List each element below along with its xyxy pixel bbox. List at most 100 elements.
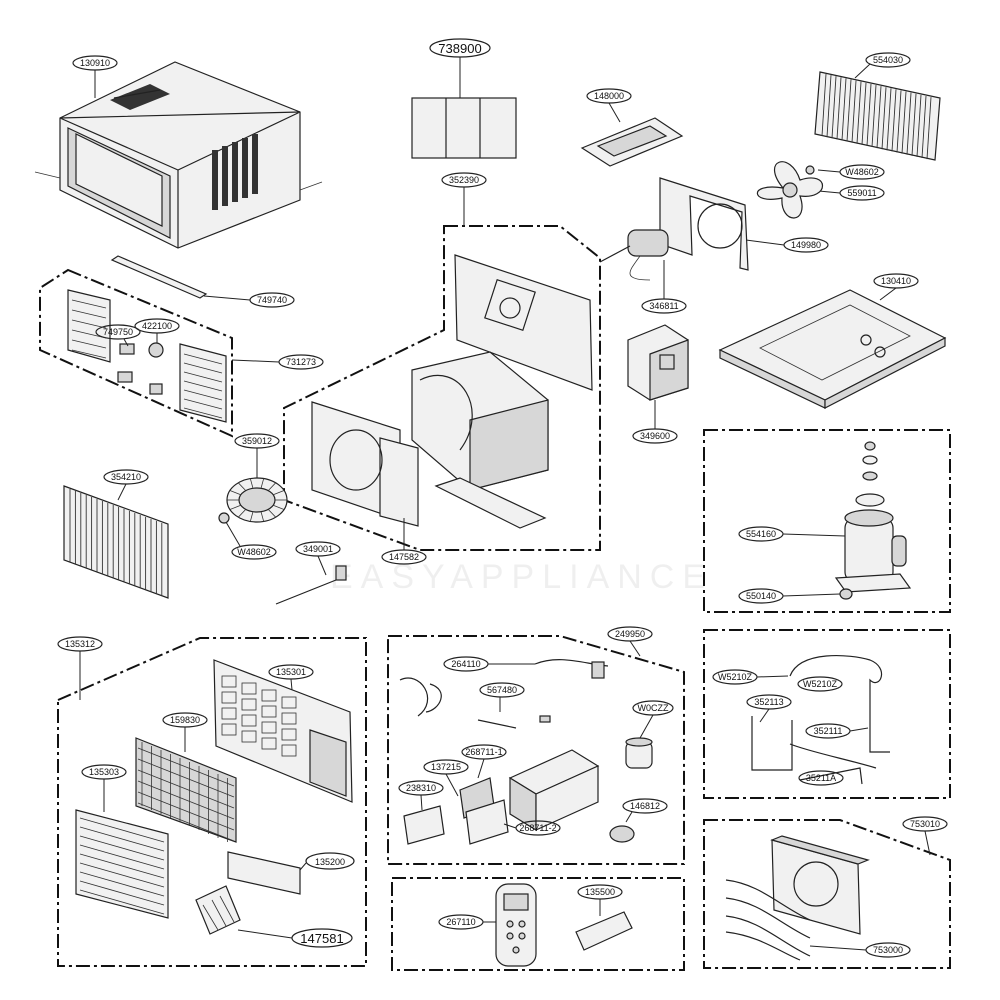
svg-text:148000: 148000: [594, 91, 624, 101]
shroud-part: [659, 177, 749, 271]
stepper-motor-part: [609, 825, 635, 843]
svg-text:130910: 130910: [80, 58, 110, 68]
nut-part: [218, 512, 230, 524]
svg-text:349001: 349001: [303, 544, 333, 554]
sensor-wire-part: [477, 719, 517, 729]
heater-frame-part: [770, 835, 870, 935]
label-352113: 352113: [746, 694, 792, 723]
label-249950: 249950: [607, 626, 653, 657]
label-352111: 352111: [805, 723, 869, 739]
group-outline-tubing: [703, 629, 951, 799]
svg-text:130410: 130410: [881, 276, 911, 286]
svg-text:352111: 352111: [814, 726, 843, 736]
cabinet-louvers: [212, 134, 258, 210]
label-422100: 422100: [134, 318, 180, 343]
side-curtain-left-part: [67, 289, 111, 363]
label-W5210Z-right: W5210Z: [797, 676, 843, 692]
svg-text:W5210Z: W5210Z: [718, 672, 753, 682]
label-135200: 135200: [299, 852, 355, 871]
group-outline-731273: [39, 268, 233, 438]
svg-text:738900: 738900: [438, 41, 481, 56]
svg-text:749750: 749750: [103, 327, 133, 337]
display-pcb-part: [403, 805, 445, 845]
svg-text:554160: 554160: [746, 529, 776, 539]
top-rail-part: [110, 255, 208, 299]
label-749750: 749750: [95, 324, 141, 347]
svg-text:352113: 352113: [754, 697, 783, 707]
evaporator-coil-part: [63, 485, 169, 599]
condenser-fan-part: [756, 161, 824, 219]
svg-text:135200: 135200: [315, 857, 345, 867]
refrigerant-tubing-part: [751, 654, 890, 785]
label-146812: 146812: [622, 798, 668, 823]
label-130410: 130410: [873, 273, 919, 301]
svg-text:159830: 159830: [170, 715, 200, 725]
label-238310: 238310: [398, 780, 444, 811]
svg-text:554030: 554030: [873, 55, 903, 65]
label-135303: 135303: [81, 764, 127, 812]
front-frame-part: [213, 659, 353, 803]
svg-text:753000: 753000: [873, 945, 903, 955]
svg-text:W48602: W48602: [845, 167, 879, 177]
group-outline-753010: [703, 819, 951, 969]
svg-text:W0CZZ: W0CZZ: [638, 703, 669, 713]
label-135312: 135312: [57, 636, 103, 700]
svg-text:238310: 238310: [406, 783, 436, 793]
label-738900: 738900: [429, 38, 491, 98]
svg-text:359012: 359012: [242, 436, 272, 446]
fan-motor-part: [599, 229, 669, 281]
label-753000: 753000: [809, 942, 911, 958]
svg-text:422100: 422100: [142, 321, 172, 331]
cabinet-part: [34, 61, 323, 249]
label-159830: 159830: [162, 712, 208, 752]
group-outline-remote: [391, 877, 685, 971]
label-354210: 354210: [103, 469, 149, 501]
label-753010: 753010: [902, 816, 948, 856]
svg-text:135312: 135312: [65, 639, 95, 649]
svg-text:137215: 137215: [431, 762, 461, 772]
label-147581: 147581: [237, 928, 353, 948]
label-264110: 264110: [443, 656, 535, 672]
svg-text:135303: 135303: [89, 767, 119, 777]
svg-text:267110: 267110: [446, 917, 475, 927]
svg-text:567480: 567480: [487, 685, 517, 695]
svg-text:35211A: 35211A: [806, 773, 836, 783]
control-bracket-part: [508, 749, 600, 832]
label-731273: 731273: [231, 354, 324, 370]
pcb-sub-part: [465, 799, 509, 845]
svg-text:W5210Z: W5210Z: [803, 679, 838, 689]
svg-text:264110: 264110: [451, 659, 480, 669]
label-W48602-top: W48602: [817, 164, 885, 180]
capacitor-part: [625, 737, 653, 769]
label-135500: 135500: [577, 884, 623, 916]
svg-text:147581: 147581: [300, 931, 343, 946]
svg-text:352390: 352390: [449, 175, 479, 185]
front-grille-part: [75, 809, 169, 919]
svg-text:W48602: W48602: [237, 547, 271, 557]
label-W5210Z-left: W5210Z: [712, 669, 789, 685]
condenser-coil-part: [814, 71, 941, 161]
blower-wheel-part: [226, 477, 288, 523]
label-35211A: 35211A: [798, 770, 844, 786]
label-346811: 346811: [641, 260, 687, 314]
label-554160: 554160: [738, 526, 846, 542]
svg-text:753010: 753010: [910, 819, 940, 829]
label-359012: 359012: [234, 433, 280, 478]
svg-text:559011: 559011: [847, 188, 876, 198]
label-W48602-left: W48602: [225, 521, 277, 560]
label-554030: 554030: [854, 52, 911, 79]
svg-text:146812: 146812: [630, 801, 660, 811]
svg-text:354210: 354210: [111, 472, 141, 482]
remote-holder-part: [575, 911, 633, 951]
label-147582: 147582: [381, 518, 427, 565]
curtain-brackets-part: [117, 342, 164, 395]
svg-text:135500: 135500: [585, 887, 615, 897]
side-louver-part: [195, 885, 241, 935]
remote-control-part: [495, 883, 537, 967]
group-outline-249950: [387, 635, 685, 865]
heater-element-part: [725, 879, 811, 961]
group-outline-135312: [57, 637, 367, 967]
air-filter-part: [135, 737, 237, 843]
group-outline-352390: [283, 225, 601, 551]
